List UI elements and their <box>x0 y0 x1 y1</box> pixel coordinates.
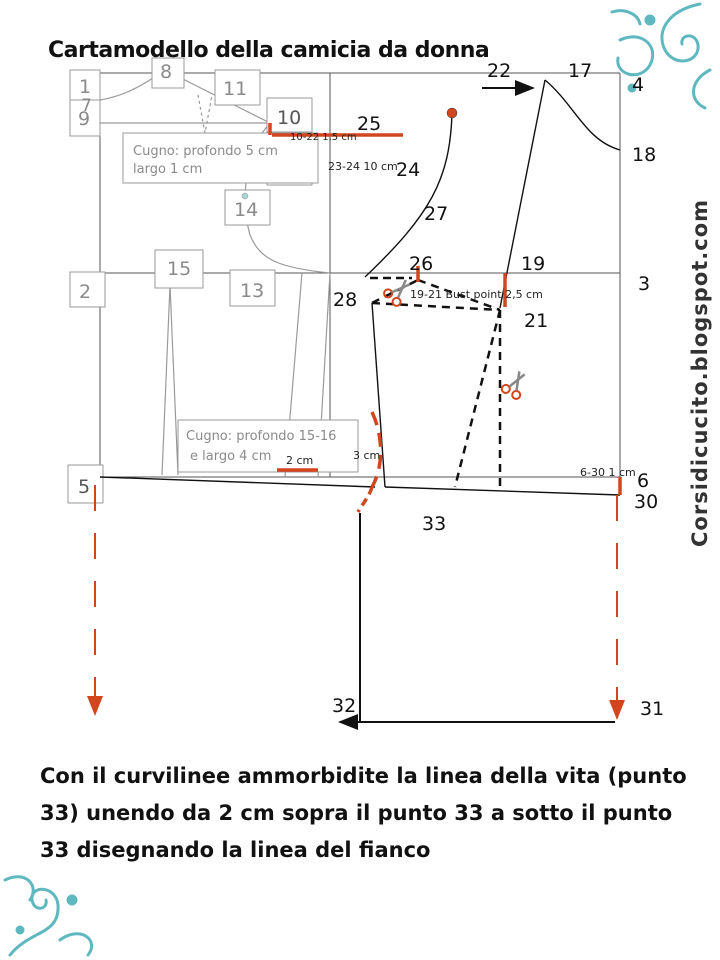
point-label: 18 <box>632 144 656 166</box>
point-number-labels: 22 17 4 25 18 24 27 26 19 3 28 21 6 30 3… <box>332 60 664 720</box>
measure-note: 2 cm <box>286 454 313 467</box>
point-label: 33 <box>422 513 446 535</box>
point-label: 2 <box>79 281 91 303</box>
bottom-extension <box>338 80 615 730</box>
measure-note: 10-22 1,5 cm <box>290 132 357 143</box>
point-label: 4 <box>632 74 644 96</box>
point-label: 19 <box>521 253 545 275</box>
point-label: 15 <box>167 258 191 280</box>
point-label: 27 <box>424 203 448 225</box>
instruction-caption: Con il curvilinee ammorbidite la linea d… <box>40 764 687 862</box>
point-label: 13 <box>240 280 264 302</box>
point-label: 26 <box>409 253 433 275</box>
point-label: 14 <box>234 199 258 221</box>
point-label: 10 <box>277 107 301 129</box>
point-label: 7 <box>81 96 92 116</box>
point-label: 1 <box>79 76 91 98</box>
front-pattern-lines <box>99 79 621 496</box>
scissors-icon <box>500 371 526 400</box>
measure-note: 23-24 10 cm <box>328 160 398 173</box>
point-label: 5 <box>78 476 90 498</box>
point-label: 30 <box>634 491 658 513</box>
point-label: 22 <box>487 60 511 82</box>
point-label: 9 <box>78 108 90 130</box>
swirl-ornament-icon <box>3 875 94 957</box>
point-label: 21 <box>524 310 548 332</box>
point-label: 6 <box>637 470 649 492</box>
scissors-icon <box>383 279 411 307</box>
page-title: Cartamodello della camicia da donna <box>48 38 490 63</box>
cugno-note-top: Cugno: profondo 5 cm largo 1 cm <box>122 132 319 184</box>
measure-note: 3 cm <box>353 449 380 462</box>
measure-note: 19-21 Bust point 2,5 cm <box>410 288 543 301</box>
seam-allowance-arrows <box>87 485 625 720</box>
cugno-note-text: Cugno: profondo 15-16 <box>186 429 336 444</box>
point-label: 17 <box>568 60 592 82</box>
point-label: 28 <box>333 289 357 311</box>
swirl-ornament-icon <box>610 2 712 110</box>
point-label: 24 <box>396 159 420 181</box>
cugno-note-text: Cugno: profondo 5 cm <box>133 144 278 159</box>
point-label: 25 <box>357 113 381 135</box>
point-14-dot <box>241 192 249 200</box>
bust-dart-lines <box>371 278 502 492</box>
point-label: 32 <box>332 695 356 717</box>
accent-marks <box>268 123 622 513</box>
cugno-note-text: e largo 4 cm <box>190 449 271 464</box>
cugno-note-text: largo 1 cm <box>133 162 202 177</box>
blog-url: Corsidicucito.blogspot.com <box>688 198 712 547</box>
measure-note: 6-30 1 cm <box>580 466 636 479</box>
point-label: 8 <box>160 61 172 83</box>
point-label: 11 <box>223 78 247 100</box>
point-label: 31 <box>640 698 664 720</box>
measurement-notes: 10-22 1,5 cm 23-24 10 cm 19-21 Bust poin… <box>286 132 636 479</box>
bust-point-dot <box>446 107 458 119</box>
cugno-note-bottom: Cugno: profondo 15-16 e largo 4 cm <box>177 419 359 473</box>
boxed-point-labels: 1 7 9 8 11 10 23 14 2 15 13 5 <box>67 57 313 504</box>
point-label: 3 <box>638 273 650 295</box>
